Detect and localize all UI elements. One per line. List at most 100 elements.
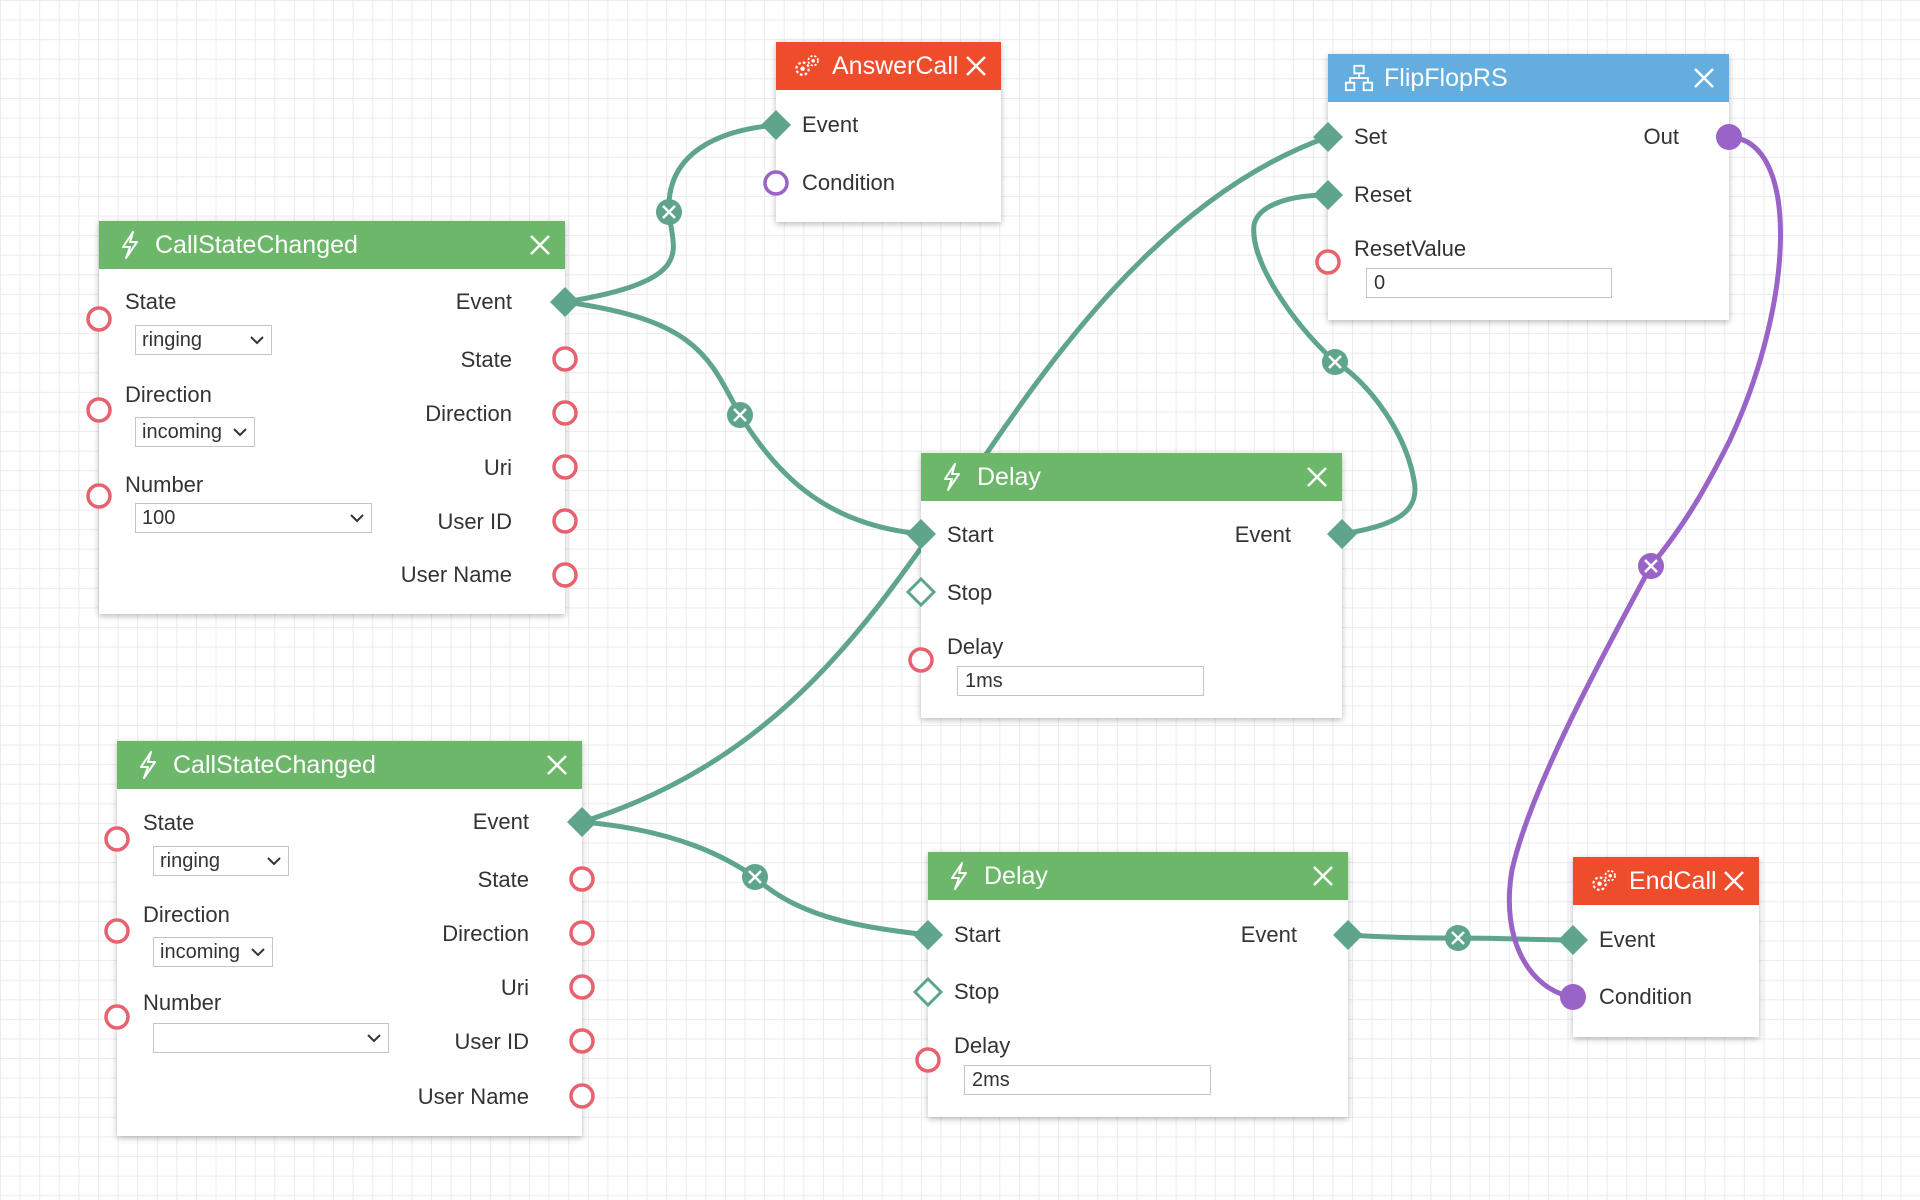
port-delay2-start-in[interactable] xyxy=(913,920,943,950)
port-answercall-event-in[interactable] xyxy=(761,110,791,140)
close-icon[interactable] xyxy=(525,230,555,260)
close-icon[interactable] xyxy=(961,51,991,81)
port-csc2-number-in[interactable] xyxy=(104,1004,130,1030)
delay-input[interactable]: 1ms xyxy=(957,666,1204,696)
flow-tree-icon xyxy=(1344,63,1374,93)
close-icon[interactable] xyxy=(1308,861,1338,891)
output-event-label: Event xyxy=(472,809,529,834)
state-select[interactable]: ringing xyxy=(153,846,289,876)
wire-delete-icon[interactable] xyxy=(727,402,753,428)
port-endcall-condition-in[interactable] xyxy=(1560,984,1586,1010)
port-delay1-event-out[interactable] xyxy=(1327,519,1357,549)
port-csc1-username-out[interactable] xyxy=(552,562,578,588)
node-title: EndCall xyxy=(1629,866,1717,895)
port-csc1-userid-out[interactable] xyxy=(552,508,578,534)
port-csc1-uri-out[interactable] xyxy=(552,454,578,480)
port-flipflop-reset-in[interactable] xyxy=(1313,180,1343,210)
close-icon[interactable] xyxy=(1689,63,1719,93)
port-flipflop-resetvalue-in[interactable] xyxy=(1315,249,1341,275)
direction-label: Direction xyxy=(125,382,212,407)
wire-delete-icon[interactable] xyxy=(656,199,682,225)
gears-icon xyxy=(792,51,822,81)
port-csc1-direction-out[interactable] xyxy=(552,400,578,426)
node-header[interactable]: AnswerCall xyxy=(776,42,1001,90)
chevron-down-icon xyxy=(251,948,265,957)
output-state-label: State xyxy=(477,867,529,892)
close-icon[interactable] xyxy=(1302,462,1332,492)
output-event-label: Event xyxy=(1234,522,1291,547)
port-csc2-username-out[interactable] xyxy=(569,1083,595,1109)
node-endcall[interactable]: EndCall Event Condition xyxy=(1573,857,1759,1037)
node-title: CallStateChanged xyxy=(155,230,358,259)
chevron-down-icon xyxy=(267,857,281,866)
node-delay-1[interactable]: Delay Start Stop Delay 1ms Event xyxy=(921,453,1342,718)
wire-delete-icon[interactable] xyxy=(1638,553,1664,579)
port-csc2-state-in[interactable] xyxy=(104,826,130,852)
chevron-down-icon xyxy=(233,428,247,437)
port-csc2-state-out[interactable] xyxy=(569,866,595,892)
port-delay1-stop-in[interactable] xyxy=(905,576,937,608)
output-username-label: User Name xyxy=(400,562,512,587)
number-label: Number xyxy=(143,990,222,1015)
node-delay-2[interactable]: Delay Start Stop Delay 2ms Event xyxy=(928,852,1348,1117)
port-flipflop-out[interactable] xyxy=(1716,124,1742,150)
port-csc1-number-in[interactable] xyxy=(86,483,112,509)
output-direction-label: Direction xyxy=(442,921,529,946)
node-header[interactable]: Delay xyxy=(928,852,1348,900)
port-delay1-start-in[interactable] xyxy=(906,519,936,549)
output-state-label: State xyxy=(460,347,512,372)
lightning-bolt-icon xyxy=(133,750,163,780)
port-delay1-delay-in[interactable] xyxy=(908,647,934,673)
number-label: Number xyxy=(125,472,204,497)
port-csc1-state-in[interactable] xyxy=(86,306,112,332)
port-csc2-uri-out[interactable] xyxy=(569,974,595,1000)
port-csc2-direction-out[interactable] xyxy=(569,920,595,946)
delay-input[interactable]: 2ms xyxy=(964,1065,1211,1095)
node-header[interactable]: CallStateChanged xyxy=(117,741,582,789)
port-csc2-direction-in[interactable] xyxy=(104,918,130,944)
direction-select[interactable]: incoming xyxy=(153,937,273,967)
wire-delete-icon[interactable] xyxy=(1322,349,1348,375)
node-answercall[interactable]: AnswerCall Event Condition xyxy=(776,42,1001,222)
port-csc1-direction-in[interactable] xyxy=(86,397,112,423)
output-username-label: User Name xyxy=(417,1084,529,1109)
node-title: AnswerCall xyxy=(832,51,959,80)
node-header[interactable]: EndCall xyxy=(1573,857,1759,905)
state-select[interactable]: ringing xyxy=(135,325,272,355)
input-stop-label: Stop xyxy=(954,979,1000,1004)
port-csc2-userid-out[interactable] xyxy=(569,1028,595,1054)
node-title: FlipFlopRS xyxy=(1384,63,1508,92)
number-select[interactable] xyxy=(153,1023,389,1053)
node-header[interactable]: FlipFlopRS xyxy=(1328,54,1729,102)
port-answercall-condition-in[interactable] xyxy=(763,170,789,196)
close-icon[interactable] xyxy=(1719,866,1749,896)
port-csc2-event-out[interactable] xyxy=(567,807,597,837)
output-event-label: Event xyxy=(1240,922,1297,947)
node-callstatechanged-2[interactable]: CallStateChanged State ringing Direction… xyxy=(117,741,582,1136)
port-delay2-event-out[interactable] xyxy=(1333,920,1363,950)
direction-select[interactable]: incoming xyxy=(135,417,255,447)
input-resetvalue-label: ResetValue xyxy=(1354,236,1467,261)
node-header[interactable]: Delay xyxy=(921,453,1342,501)
input-set-label: Set xyxy=(1354,124,1388,149)
close-icon[interactable] xyxy=(542,750,572,780)
port-delay2-delay-in[interactable] xyxy=(915,1047,941,1073)
node-title: Delay xyxy=(984,861,1048,890)
chevron-down-icon xyxy=(350,514,364,523)
node-header[interactable]: CallStateChanged xyxy=(99,221,565,269)
wire-delete-icon[interactable] xyxy=(742,864,768,890)
output-out-label: Out xyxy=(1643,124,1679,149)
node-callstatechanged-1[interactable]: CallStateChanged State ringing Direction… xyxy=(99,221,565,614)
number-select[interactable]: 100 xyxy=(135,503,372,533)
wire-delete-icon[interactable] xyxy=(1445,925,1471,951)
resetvalue-input[interactable]: 0 xyxy=(1366,268,1612,298)
node-flipfloprs[interactable]: FlipFlopRS Set Reset ResetValue 0 Out xyxy=(1328,54,1729,320)
port-csc1-event-out[interactable] xyxy=(550,287,580,317)
input-stop-label: Stop xyxy=(947,580,993,605)
port-delay2-stop-in[interactable] xyxy=(912,976,944,1008)
chevron-down-icon xyxy=(367,1034,381,1043)
port-csc1-state-out[interactable] xyxy=(552,346,578,372)
port-endcall-event-in[interactable] xyxy=(1558,925,1588,955)
input-event-label: Event xyxy=(802,112,859,137)
port-flipflop-set-in[interactable] xyxy=(1313,122,1343,152)
